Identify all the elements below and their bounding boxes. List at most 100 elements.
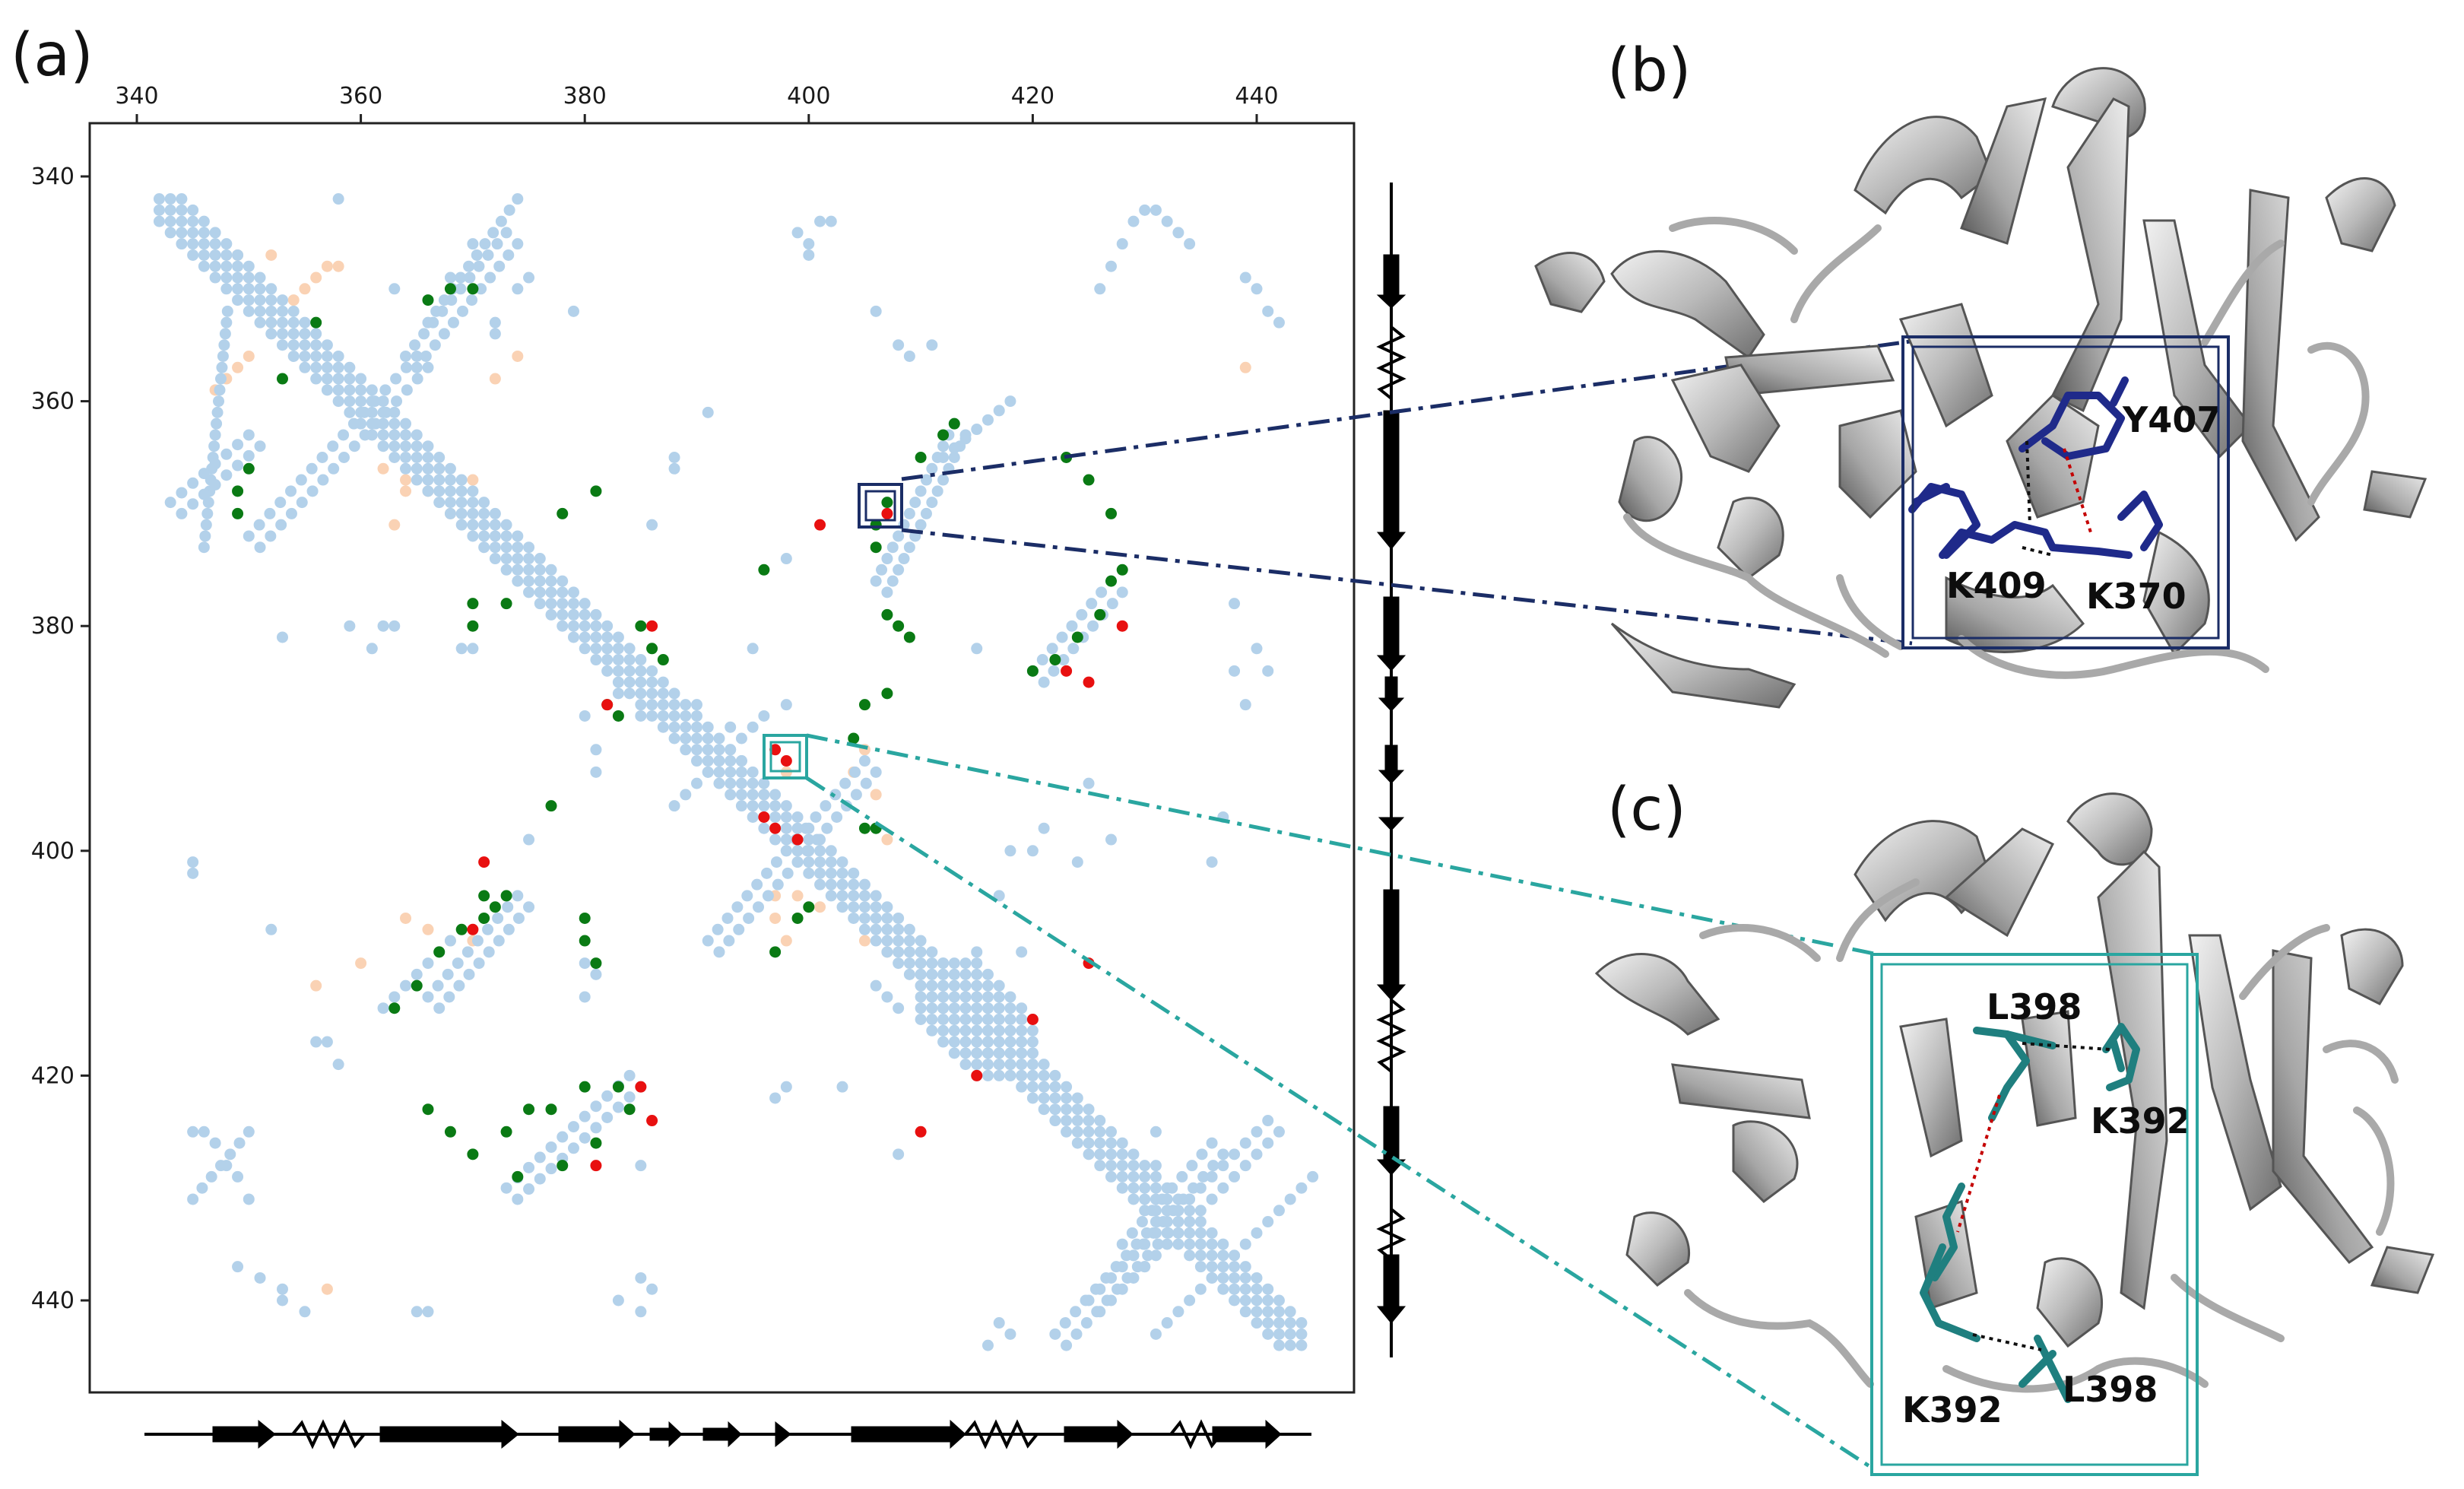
contact-point-blue <box>858 912 870 924</box>
contact-point-blue <box>332 1059 344 1071</box>
contact-point-blue <box>217 350 229 362</box>
contact-point-blue <box>232 249 244 261</box>
contact-point-blue <box>937 991 950 1003</box>
side-chains-c <box>1920 1023 2140 1403</box>
contact-point-blue <box>265 316 277 329</box>
contact-point-blue <box>959 1014 972 1025</box>
contact-point-blue <box>254 541 266 554</box>
contact-point-blue <box>1105 260 1118 272</box>
contact-point-green <box>388 1002 401 1014</box>
secondary-structure-vertical <box>1376 183 1406 1357</box>
zoom-box-c-outer <box>1870 953 2199 1476</box>
contact-point-blue <box>1127 1170 1140 1183</box>
contact-point-blue <box>937 1014 950 1025</box>
contact-point-blue <box>1071 1137 1083 1149</box>
contact-point-green <box>657 654 669 666</box>
contact-point-blue <box>220 1160 233 1172</box>
contact-point-blue <box>635 665 647 677</box>
contact-point-blue <box>1139 1170 1151 1183</box>
contact-point-blue <box>1239 1238 1251 1250</box>
contact-point-red <box>881 507 893 519</box>
contact-point-blue <box>937 1024 950 1037</box>
contact-point-blue <box>741 890 753 902</box>
contact-point-blue <box>601 654 614 666</box>
contact-point-blue <box>1284 1317 1296 1329</box>
contact-point-blue <box>422 316 434 329</box>
contact-point-blue <box>1217 1261 1229 1273</box>
contact-point-blue <box>881 553 893 565</box>
contact-point-blue <box>680 744 692 756</box>
contact-point-blue <box>444 462 456 475</box>
residue-label-l398-top: L398 <box>1987 986 2082 1027</box>
contact-point-green <box>870 541 882 554</box>
contact-point-blue <box>377 395 389 408</box>
contact-point-blue <box>276 328 288 340</box>
contact-point-blue <box>831 811 843 823</box>
contact-point-blue <box>881 901 893 913</box>
contact-point-blue <box>1101 1294 1113 1306</box>
contact-point-blue <box>388 991 401 1003</box>
contact-point-blue <box>1150 1227 1162 1239</box>
contact-point-blue <box>214 384 226 396</box>
contact-point-blue <box>443 991 455 1003</box>
contact-point-blue <box>937 968 950 980</box>
contact-point-blue <box>344 384 356 396</box>
contact-point-green <box>478 890 490 902</box>
contact-point-blue <box>265 923 277 935</box>
contact-point-blue <box>455 485 468 497</box>
contact-point-blue <box>825 867 837 879</box>
contact-point-blue <box>310 339 322 351</box>
contact-point-blue <box>820 800 832 812</box>
contact-point-blue <box>1262 1115 1274 1127</box>
contact-point-blue <box>1049 1115 1061 1127</box>
contact-point-blue <box>948 442 960 454</box>
contact-point-blue <box>870 979 882 992</box>
contact-point-orange <box>310 271 322 284</box>
contact-point-blue <box>1217 1160 1229 1172</box>
contact-point-blue <box>523 575 535 587</box>
contact-point-blue <box>1127 1148 1140 1160</box>
contact-point-blue <box>1172 227 1184 239</box>
contact-point-blue <box>780 833 792 846</box>
contact-point-blue <box>590 631 602 643</box>
contact-point-blue <box>747 789 759 801</box>
contact-point-blue <box>937 474 950 486</box>
contact-point-blue <box>810 811 822 823</box>
contact-point-blue <box>467 238 479 250</box>
contact-point-blue <box>274 497 287 509</box>
contact-point-blue <box>1131 1238 1143 1250</box>
contact-point-blue <box>1251 643 1263 655</box>
x-tick-label: 400 <box>787 83 830 110</box>
contact-point-blue <box>725 744 737 756</box>
contact-point-blue <box>1091 1306 1103 1318</box>
contact-point-blue <box>467 507 479 519</box>
contact-point-blue <box>691 755 702 767</box>
contact-point-blue <box>1116 1148 1128 1160</box>
contact-point-blue <box>1071 1115 1083 1127</box>
contact-point-blue <box>287 350 300 362</box>
highlight-box-blue-inner <box>864 490 896 522</box>
contact-point-blue <box>713 755 725 767</box>
contact-point-blue <box>400 462 412 475</box>
highlight-box-teal-outer[interactable] <box>763 734 808 779</box>
contact-point-blue <box>1038 1103 1050 1116</box>
zoom-box-c-inner <box>1880 963 2189 1466</box>
contact-point-blue <box>209 271 221 284</box>
contact-point-blue <box>400 361 412 373</box>
contact-point-blue <box>388 440 401 452</box>
contact-point-blue <box>187 867 199 879</box>
contact-point-blue <box>213 395 225 408</box>
contact-point-green <box>903 631 915 643</box>
connector-teal-bottom <box>805 776 1873 1470</box>
contact-point-green <box>489 901 501 913</box>
contact-point-blue <box>893 946 905 958</box>
contact-point-blue <box>702 755 714 767</box>
contact-point-blue <box>534 575 546 587</box>
highlight-box-blue-outer[interactable] <box>858 483 903 529</box>
contact-point-blue <box>1194 1238 1207 1250</box>
contact-point-blue <box>1094 1115 1106 1127</box>
hbond-lines-c <box>1956 1042 2110 1351</box>
contact-point-blue <box>1251 1125 1263 1138</box>
contact-point-blue <box>366 643 378 655</box>
contact-point-blue <box>1150 1160 1162 1172</box>
